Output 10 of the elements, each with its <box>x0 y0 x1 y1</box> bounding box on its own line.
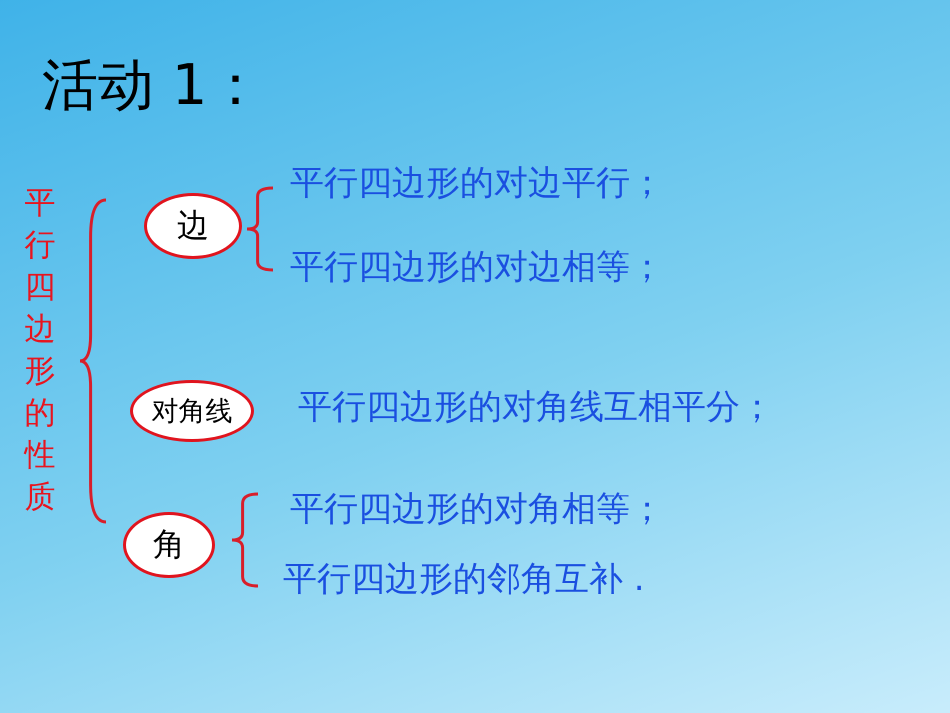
topic-ellipse: 边 <box>144 193 242 259</box>
topic-ellipse: 角 <box>123 512 215 578</box>
topic-ellipse: 对角线 <box>130 380 254 442</box>
property-text: 平行四边形的对角线互相平分； <box>298 386 774 429</box>
property-text: 平行四边形的对边相等； <box>290 246 664 289</box>
property-text: 平行四边形的邻角互补 . <box>283 558 645 601</box>
property-text: 平行四边形的对边平行； <box>290 162 664 205</box>
property-text: 平行四边形的对角相等； <box>290 488 664 531</box>
slide-title: 活动 1： <box>42 52 264 120</box>
vertical-heading: 平行四边形的性质 <box>22 184 56 517</box>
